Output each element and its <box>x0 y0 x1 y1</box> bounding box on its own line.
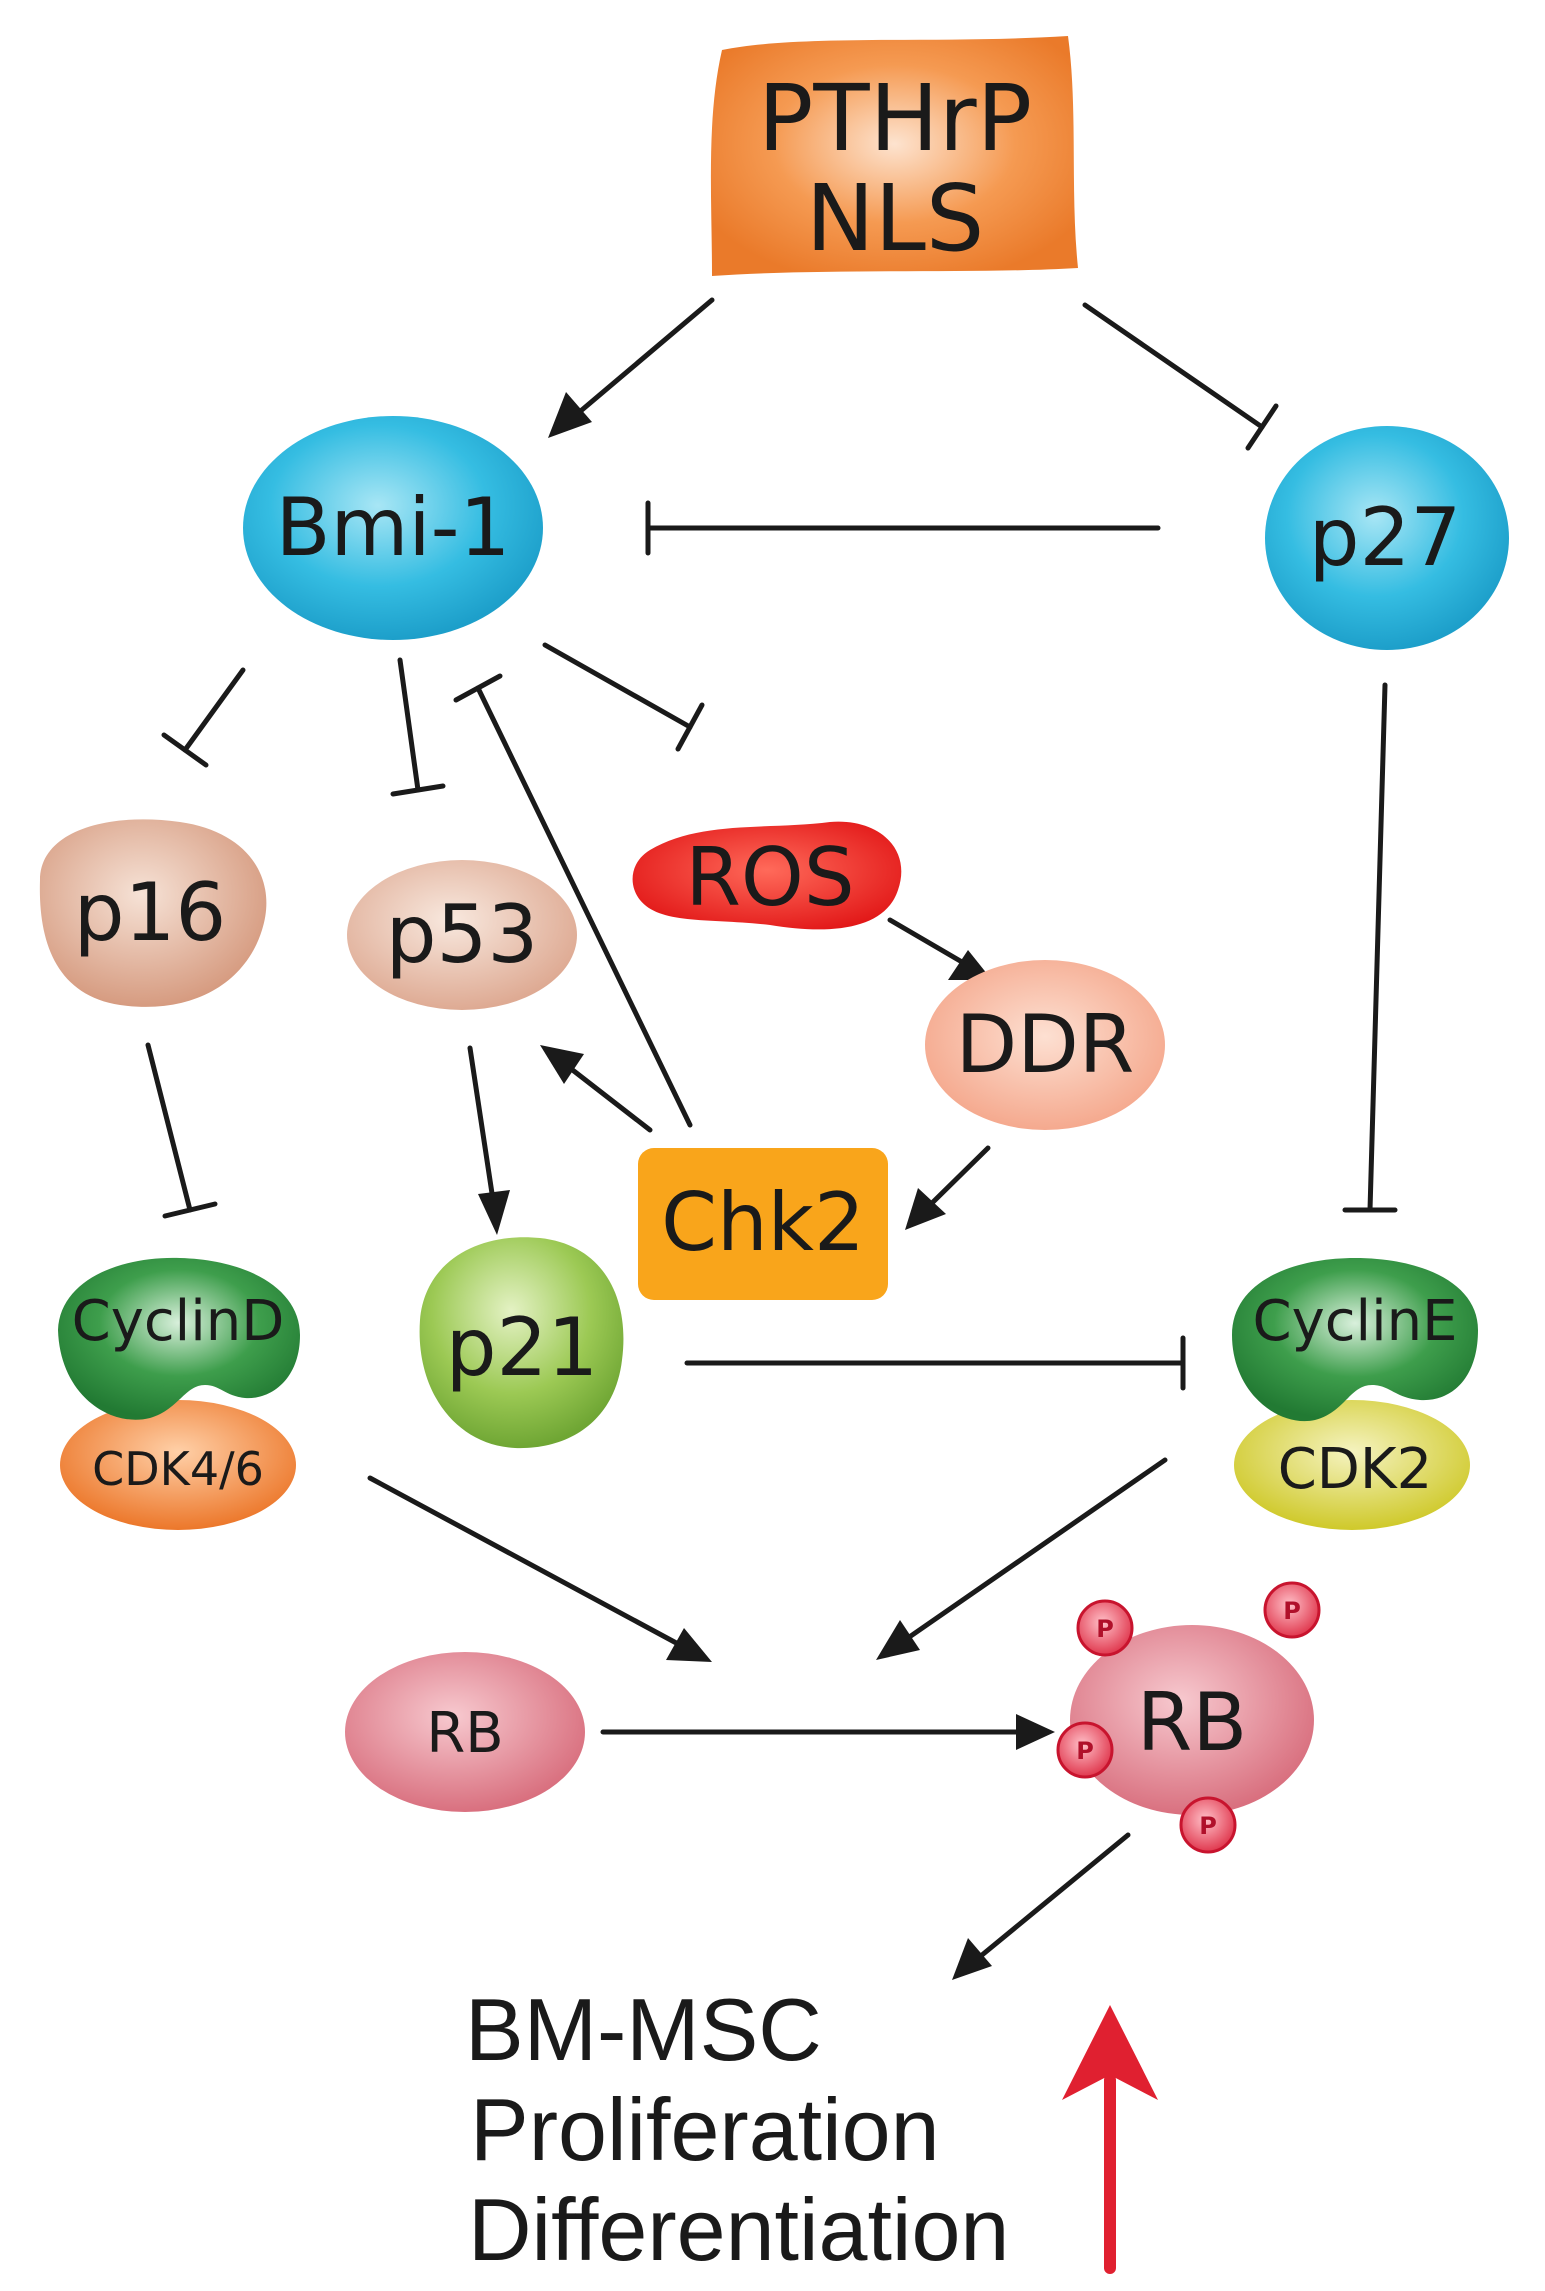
edge-chk2-activates-p53 <box>540 1045 653 1133</box>
edge-bmi1-inhibits-ros <box>542 642 705 752</box>
node-pthrp-nls: PTHrP NLS <box>710 36 1078 276</box>
edge-rb-to-prb <box>600 1714 1055 1750</box>
rb-label: RB <box>426 1701 503 1766</box>
node-phospho-rb: RB P P P P <box>1056 1581 1321 1854</box>
edge-chk2-inhibits-bmi1 <box>453 673 693 1128</box>
node-p16: p16 <box>39 819 267 1007</box>
cdk2-label: CDK2 <box>1278 1437 1433 1502</box>
edge-ros-activates-ddr <box>887 917 992 980</box>
edge-bmi1-inhibits-p16 <box>161 667 246 768</box>
edge-prb-to-outcome <box>952 1832 1131 1980</box>
p16-label: p16 <box>74 866 227 959</box>
node-p27: p27 <box>1265 426 1509 650</box>
phospho-site-2: P <box>1263 1581 1321 1639</box>
edge-p27-inhibits-bmi1 <box>645 500 1161 556</box>
edge-bmi1-inhibits-p53 <box>390 657 446 797</box>
phospho-label: P <box>1096 1615 1114 1643</box>
node-ddr: DDR <box>925 960 1165 1130</box>
phospho-site-1: P <box>1076 1599 1134 1657</box>
node-p53: p53 <box>347 860 577 1010</box>
phospho-label: P <box>1283 1597 1301 1625</box>
ros-label: ROS <box>685 831 854 924</box>
p27-label: p27 <box>1309 491 1462 584</box>
phospho-site-4: P <box>1179 1796 1237 1854</box>
phospho-label: P <box>1199 1812 1217 1840</box>
outcome-line-2: Proliferation <box>470 2080 940 2179</box>
ddr-label: DDR <box>956 998 1135 1091</box>
cyclind-label: CyclinD <box>72 1289 285 1354</box>
node-p21: p21 <box>419 1237 624 1449</box>
node-rb: RB <box>345 1652 585 1812</box>
phospho-site-3: P <box>1056 1721 1114 1779</box>
outcome-text: BM-MSC Proliferation Differentiation <box>465 1980 1009 2279</box>
p53-label: p53 <box>386 888 539 981</box>
edge-cycline-activates-rb-phosphorylation <box>876 1457 1168 1660</box>
pthrp-label: PTHrP <box>758 65 1032 172</box>
node-cyclind-cdk46-complex: CyclinD CDK4/6 <box>58 1257 300 1530</box>
prb-label: RB <box>1137 1676 1247 1769</box>
edge-ddr-activates-chk2 <box>905 1145 991 1230</box>
edge-pthrp-inhibits-p27 <box>1082 302 1279 451</box>
node-cycline-cdk2-complex: CyclinE CDK2 <box>1232 1258 1478 1530</box>
edge-pthrp-activates-bmi1 <box>548 297 715 438</box>
outcome-line-1: BM-MSC <box>465 1980 822 2079</box>
nls-label: NLS <box>806 165 984 272</box>
edge-p53-activates-p21 <box>467 1045 510 1235</box>
increase-up-arrow-icon <box>1062 2005 1158 2274</box>
node-ros: ROS <box>632 821 902 930</box>
outcome-line-3: Differentiation <box>468 2180 1009 2279</box>
bmi1-label: Bmi-1 <box>276 481 511 574</box>
cycline-label: CyclinE <box>1252 1289 1457 1354</box>
edge-p27-inhibits-cycline <box>1342 682 1398 1213</box>
node-bmi1: Bmi-1 <box>243 416 543 640</box>
cdk46-label: CDK4/6 <box>92 1442 264 1496</box>
node-chk2: Chk2 <box>638 1148 888 1300</box>
edge-p16-inhibits-cyclind <box>145 1042 218 1219</box>
edge-cyclind-activates-rb-phosphorylation <box>367 1475 712 1662</box>
edge-p21-inhibits-cycline <box>684 1335 1186 1391</box>
chk2-label: Chk2 <box>661 1176 865 1269</box>
phospho-label: P <box>1076 1737 1094 1765</box>
p21-label: p21 <box>446 1301 599 1394</box>
edges <box>145 297 1398 1980</box>
